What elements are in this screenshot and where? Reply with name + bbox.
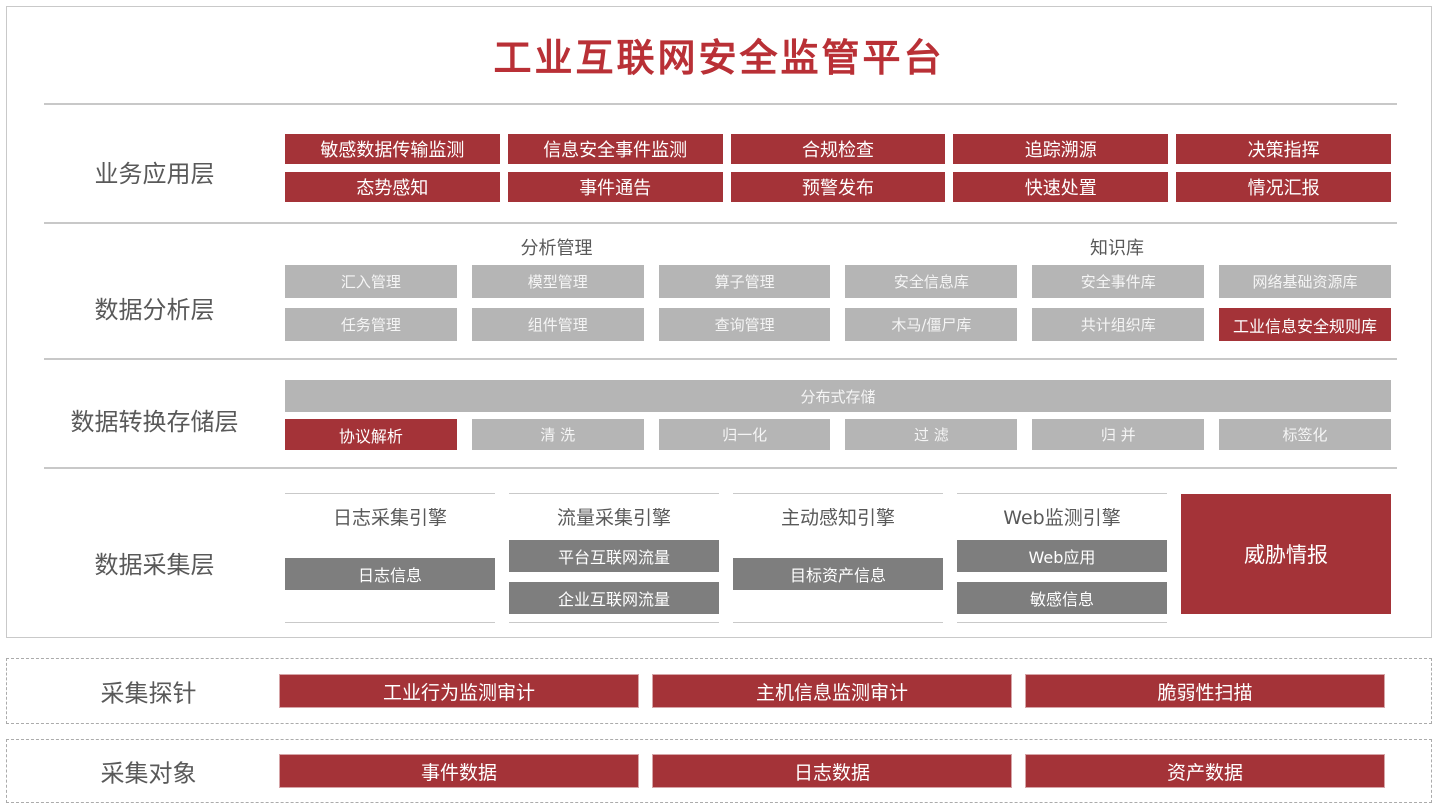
- analysis-row-2: 任务管理 组件管理 查询管理 木马/僵尸库 共计组织库 工业信息安全规则库: [285, 308, 1391, 341]
- engine-title: 主动感知引擎: [780, 507, 895, 529]
- engine-box: 敏感信息: [957, 582, 1167, 614]
- analysis-row-1: 汇入管理 模型管理 算子管理 安全信息库 安全事件库 网络基础资源库: [285, 265, 1391, 298]
- app-block: 快速处置: [953, 172, 1169, 202]
- layer-label-collection: 数据采集层: [94, 551, 215, 579]
- process-block: 清 洗: [471, 419, 644, 450]
- app-block: 敏感数据传输监测: [285, 134, 500, 164]
- analysis-block: 汇入管理: [285, 265, 457, 298]
- layer-label-analysis: 数据分析层: [94, 296, 215, 324]
- app-block: 事件通告: [507, 172, 723, 202]
- probe-block: 主机信息监测审计: [652, 674, 1012, 708]
- engine-box: 日志信息: [285, 558, 495, 590]
- kb-block: 共计组织库: [1032, 308, 1205, 341]
- process-block: 归 并: [1032, 419, 1205, 450]
- analysis-block: 组件管理: [471, 308, 644, 341]
- app-block: 合规检查: [730, 134, 946, 164]
- group-header-knowledge-base: 知识库: [1090, 238, 1144, 259]
- app-block: 预警发布: [730, 172, 946, 202]
- analysis-block: 查询管理: [658, 308, 831, 341]
- engine-title: Web监测引擎: [1003, 507, 1121, 529]
- object-row: 事件数据 日志数据 资产数据: [279, 754, 1385, 788]
- analysis-block: 模型管理: [471, 265, 644, 298]
- engine-box: 平台互联网流量: [509, 540, 719, 572]
- platform-panel: 工业互联网安全监管平台 业务应用层 敏感数据传输监测 信息安全事件监测 合规检查…: [6, 6, 1432, 638]
- engine-box: Web应用: [957, 540, 1167, 572]
- engine-active-sense: 主动感知引擎 目标资产信息: [733, 493, 943, 623]
- distributed-storage-bar: 分布式存储: [285, 380, 1391, 412]
- engine-web-monitor: Web监测引擎 Web应用 敏感信息: [957, 493, 1167, 623]
- app-block: 信息安全事件监测: [507, 134, 723, 164]
- app-block: 决策指挥: [1176, 134, 1391, 164]
- layer-label-probe: 采集探针: [100, 679, 197, 708]
- layer-label-app: 业务应用层: [94, 160, 215, 188]
- divider: [44, 467, 1397, 469]
- storage-row: 协议解析 清 洗 归一化 过 滤 归 并 标签化: [285, 419, 1391, 450]
- app-row-1: 敏感数据传输监测 信息安全事件监测 合规检查 追踪溯源 决策指挥: [285, 134, 1391, 164]
- probe-row: 工业行为监测审计 主机信息监测审计 脆弱性扫描: [279, 674, 1385, 708]
- engine-log: 日志采集引擎 日志信息: [285, 493, 495, 623]
- object-block: 事件数据: [279, 754, 639, 788]
- process-block: 过 滤: [845, 419, 1018, 450]
- engine-traffic: 流量采集引擎 平台互联网流量 企业互联网流量: [509, 493, 719, 623]
- layer-label-storage: 数据转换存储层: [70, 408, 239, 436]
- analysis-block: 算子管理: [658, 265, 831, 298]
- analysis-block: 任务管理: [285, 308, 457, 341]
- divider: [44, 358, 1397, 360]
- probe-block: 脆弱性扫描: [1025, 674, 1385, 708]
- object-section: 采集对象 事件数据 日志数据 资产数据: [6, 739, 1432, 803]
- divider: [44, 103, 1397, 105]
- process-block: 标签化: [1219, 419, 1391, 450]
- kb-block: 安全信息库: [845, 265, 1018, 298]
- threat-intelligence-box: 威胁情报: [1181, 494, 1391, 614]
- object-block: 日志数据: [652, 754, 1012, 788]
- page-title: 工业互联网安全监管平台: [493, 36, 945, 80]
- layer-label-object: 采集对象: [100, 759, 197, 788]
- app-block: 态势感知: [285, 172, 500, 202]
- engine-box: 企业互联网流量: [509, 582, 719, 614]
- kb-block-industrial-rules: 工业信息安全规则库: [1219, 308, 1391, 341]
- engine-title: 日志采集引擎: [332, 507, 447, 529]
- collection-engines: 日志采集引擎 日志信息 流量采集引擎 平台互联网流量 企业互联网流量 主动感知引…: [285, 493, 1391, 623]
- probe-block: 工业行为监测审计: [279, 674, 639, 708]
- divider: [44, 222, 1397, 224]
- probe-section: 采集探针 工业行为监测审计 主机信息监测审计 脆弱性扫描: [6, 658, 1432, 724]
- app-row-2: 态势感知 事件通告 预警发布 快速处置 情况汇报: [285, 172, 1391, 202]
- engine-title: 流量采集引擎: [556, 507, 671, 529]
- app-block: 追踪溯源: [953, 134, 1169, 164]
- kb-block: 木马/僵尸库: [845, 308, 1018, 341]
- group-header-analysis-mgmt: 分析管理: [520, 238, 593, 259]
- kb-block: 网络基础资源库: [1219, 265, 1391, 298]
- engine-box: 目标资产信息: [733, 558, 943, 590]
- process-block-protocol: 协议解析: [285, 419, 457, 450]
- process-block: 归一化: [658, 419, 831, 450]
- object-block: 资产数据: [1025, 754, 1385, 788]
- kb-block: 安全事件库: [1032, 265, 1205, 298]
- app-block: 情况汇报: [1176, 172, 1391, 202]
